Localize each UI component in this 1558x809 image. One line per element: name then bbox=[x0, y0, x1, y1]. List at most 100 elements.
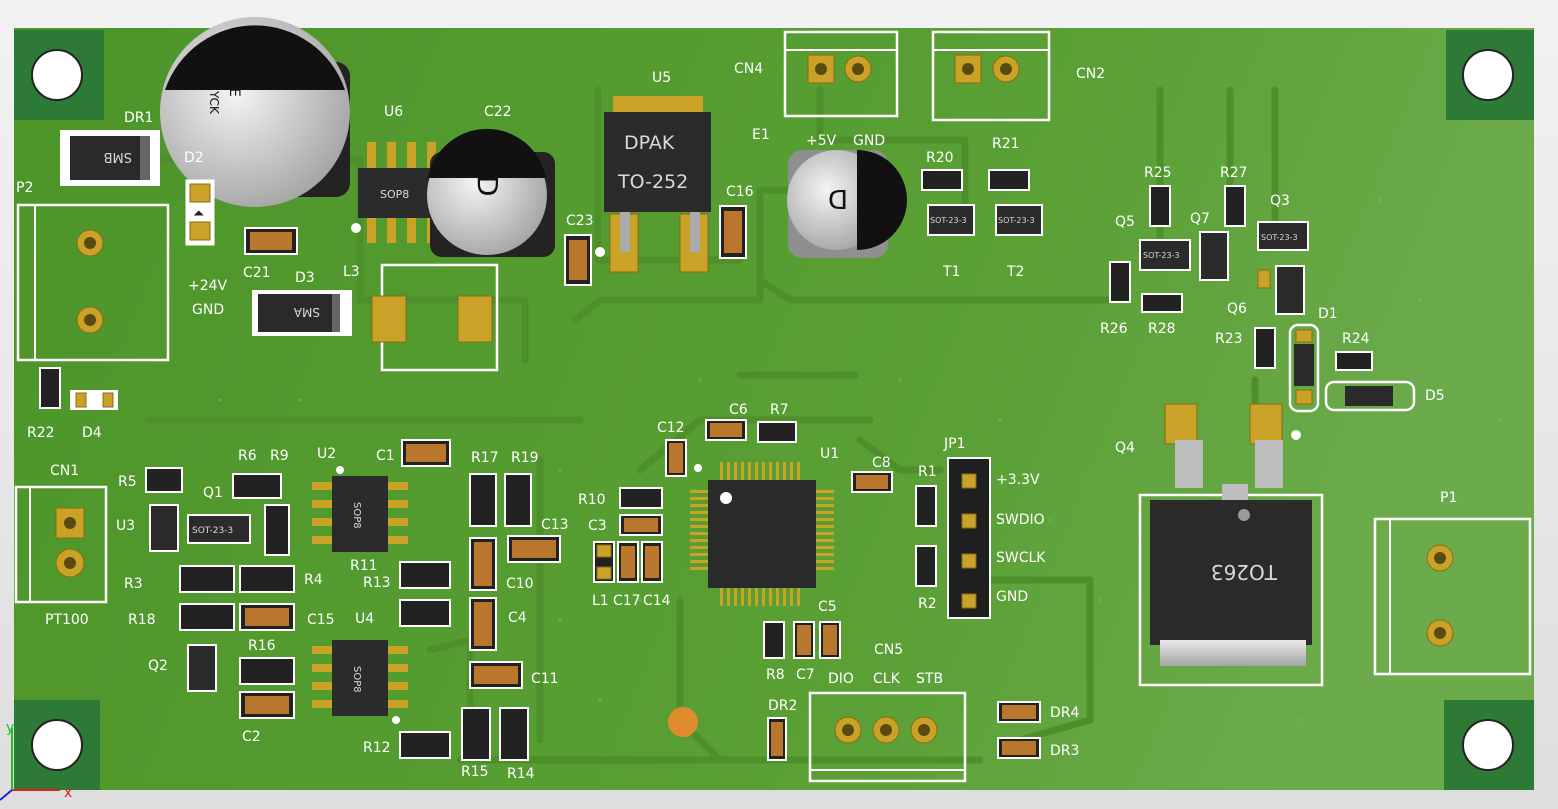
resistor-r26[interactable]: R26 bbox=[1100, 261, 1131, 337]
svg-text:TO263: TO263 bbox=[1211, 560, 1278, 584]
resistor-r12[interactable]: R12 bbox=[363, 731, 451, 759]
resistor-r19[interactable]: R19 bbox=[504, 450, 539, 527]
cap-c15[interactable]: C15 bbox=[239, 603, 335, 631]
connector-cn1[interactable]: CN1 PT100 bbox=[14, 463, 108, 628]
cap-c23[interactable]: C23 bbox=[564, 213, 594, 286]
cap-c4[interactable]: C4 bbox=[469, 597, 527, 651]
header-jp1[interactable]: JP1 +3.3V SWDIO SWCLK GND bbox=[943, 436, 1046, 619]
inductor-l1[interactable]: L1 bbox=[592, 541, 615, 609]
inductor-l3[interactable]: L3 bbox=[343, 263, 499, 372]
cap-c17[interactable]: C17 bbox=[613, 541, 641, 609]
resistor-r22[interactable]: R22 bbox=[27, 367, 61, 441]
resistor-r7[interactable]: R7 bbox=[757, 402, 797, 443]
connector-cn2[interactable]: CN2 bbox=[931, 30, 1105, 122]
resistor-r28[interactable]: R28 bbox=[1141, 293, 1183, 337]
diode-d1[interactable]: D1 bbox=[1288, 306, 1338, 413]
cap-c11[interactable]: C11 bbox=[469, 661, 559, 689]
resistor-r21[interactable]: R21 bbox=[988, 136, 1030, 191]
transistor-q5[interactable]: Q5 SOT-23-3 bbox=[1115, 214, 1191, 271]
resistor-r27[interactable]: R27 bbox=[1220, 165, 1248, 227]
transistor-t1[interactable]: SOT-23-3 T1 bbox=[927, 204, 975, 280]
cap-c10[interactable]: C10 bbox=[469, 537, 534, 592]
mosfet-q4[interactable]: Q4 TO263 bbox=[1115, 403, 1324, 687]
diode-d2[interactable]: ⏶ bbox=[185, 179, 215, 246]
cap-c21[interactable]: C21 bbox=[243, 227, 298, 281]
capacitor-e1[interactable]: E1 D bbox=[752, 127, 907, 258]
connector-p1[interactable]: P1 bbox=[1373, 490, 1532, 676]
resistor-r3[interactable]: R3 bbox=[124, 565, 235, 593]
svg-text:y: y bbox=[6, 720, 14, 736]
resistor-dr2[interactable]: DR2 bbox=[767, 698, 797, 761]
connector-p2[interactable]: P2 +24V GND bbox=[16, 180, 228, 362]
cap-c1[interactable]: C1 bbox=[376, 439, 451, 467]
cap-c5[interactable]: C5 bbox=[818, 599, 841, 659]
svg-text:U5: U5 bbox=[652, 70, 671, 86]
label-dr1: DR1 bbox=[124, 110, 153, 126]
diode-d5[interactable]: D5 bbox=[1324, 380, 1445, 412]
svg-text:GND: GND bbox=[996, 589, 1028, 605]
svg-text:C2: C2 bbox=[242, 729, 261, 745]
svg-text:R1: R1 bbox=[918, 464, 937, 480]
resistor-r4[interactable]: R4 bbox=[239, 565, 323, 593]
transistor-q1[interactable]: Q1 SOT-23-3 bbox=[187, 485, 251, 544]
resistor-r11-left[interactable] bbox=[264, 504, 290, 556]
transistor-u3[interactable]: U3 bbox=[116, 504, 179, 552]
cap-c7[interactable]: C7 bbox=[793, 621, 815, 683]
resistor-dr3[interactable]: DR3 bbox=[997, 737, 1079, 759]
transistor-q7[interactable]: Q7 bbox=[1190, 211, 1229, 281]
connector-cn5[interactable]: CN5 DIO CLK STB bbox=[808, 642, 967, 783]
resistor-r13[interactable]: R13 bbox=[363, 561, 451, 591]
label-p2: P2 bbox=[16, 180, 33, 196]
regulator-u5[interactable]: U5 DPAK TO-252 bbox=[595, 70, 711, 273]
transistor-q2[interactable]: Q2 bbox=[148, 644, 217, 692]
mount-hole-bl bbox=[14, 700, 100, 790]
svg-text:Q7: Q7 bbox=[1190, 211, 1210, 227]
svg-text:L3: L3 bbox=[343, 264, 360, 280]
transistor-t2[interactable]: SOT-23-3 T2 bbox=[995, 204, 1043, 280]
transistor-q3[interactable]: Q3 SOT-23-3 bbox=[1257, 193, 1309, 251]
svg-text:E1: E1 bbox=[752, 127, 770, 143]
cap-c16[interactable]: C16 bbox=[719, 184, 754, 259]
resistor-r18[interactable]: R18 bbox=[128, 603, 235, 631]
resistor-r25[interactable]: R25 bbox=[1144, 165, 1172, 227]
cap-c2[interactable]: C2 bbox=[239, 691, 295, 745]
origin-marker-icon[interactable] bbox=[668, 707, 698, 737]
svg-text:+3.3V: +3.3V bbox=[996, 472, 1040, 488]
resistor-r24[interactable]: R24 bbox=[1335, 331, 1373, 371]
resistor-r10[interactable]: R10 bbox=[578, 487, 663, 509]
svg-text:U1: U1 bbox=[820, 446, 839, 462]
capacitor-e[interactable]: E YCK D2 bbox=[160, 17, 350, 207]
opamp-u4[interactable]: U4 SOP8 bbox=[312, 611, 408, 724]
resistor-r6[interactable]: R6 R9 bbox=[232, 448, 289, 499]
capacitor-c22[interactable]: C22 D bbox=[427, 104, 555, 257]
cap-c8[interactable]: C8 bbox=[851, 455, 893, 493]
cap-c14[interactable]: C14 bbox=[641, 541, 671, 609]
resistor-r1[interactable]: R1 bbox=[915, 464, 937, 527]
connector-cn4[interactable]: CN4 +5V GND bbox=[734, 30, 899, 149]
resistor-r23[interactable]: R23 bbox=[1215, 327, 1276, 369]
resistor-r8[interactable]: R8 bbox=[763, 621, 785, 683]
svg-text:x: x bbox=[64, 785, 72, 801]
svg-text:C16: C16 bbox=[726, 184, 754, 200]
transistor-q6[interactable]: Q6 bbox=[1227, 265, 1305, 317]
cap-c13[interactable]: C13 bbox=[507, 517, 569, 563]
cap-c3[interactable]: C3 bbox=[588, 514, 663, 536]
led-d4[interactable]: D4 bbox=[70, 390, 118, 441]
resistor-dr4[interactable]: DR4 bbox=[997, 701, 1080, 723]
resistor-r2[interactable]: R2 bbox=[915, 545, 937, 612]
diode-d3[interactable]: D3 SMA bbox=[252, 270, 352, 336]
cap-c12[interactable]: C12 bbox=[657, 420, 687, 477]
opamp-u2[interactable]: U2 SOP8 R11 bbox=[312, 446, 408, 574]
resistor-r20[interactable]: R20 bbox=[921, 150, 963, 191]
resistor-r14[interactable]: R14 bbox=[499, 707, 535, 782]
resistor-r13b[interactable] bbox=[399, 599, 451, 627]
cap-c6[interactable]: C6 bbox=[705, 402, 748, 441]
diode-dr1[interactable]: SMB DR1 bbox=[60, 110, 160, 186]
mcu-u1[interactable]: U1 bbox=[690, 446, 839, 606]
resistor-r5[interactable]: R5 bbox=[118, 467, 183, 493]
resistor-r16[interactable]: R16 bbox=[239, 638, 295, 685]
resistor-r15[interactable]: R15 bbox=[461, 707, 491, 780]
svg-text:C15: C15 bbox=[307, 612, 335, 628]
resistor-r17[interactable]: R17 bbox=[469, 450, 499, 527]
